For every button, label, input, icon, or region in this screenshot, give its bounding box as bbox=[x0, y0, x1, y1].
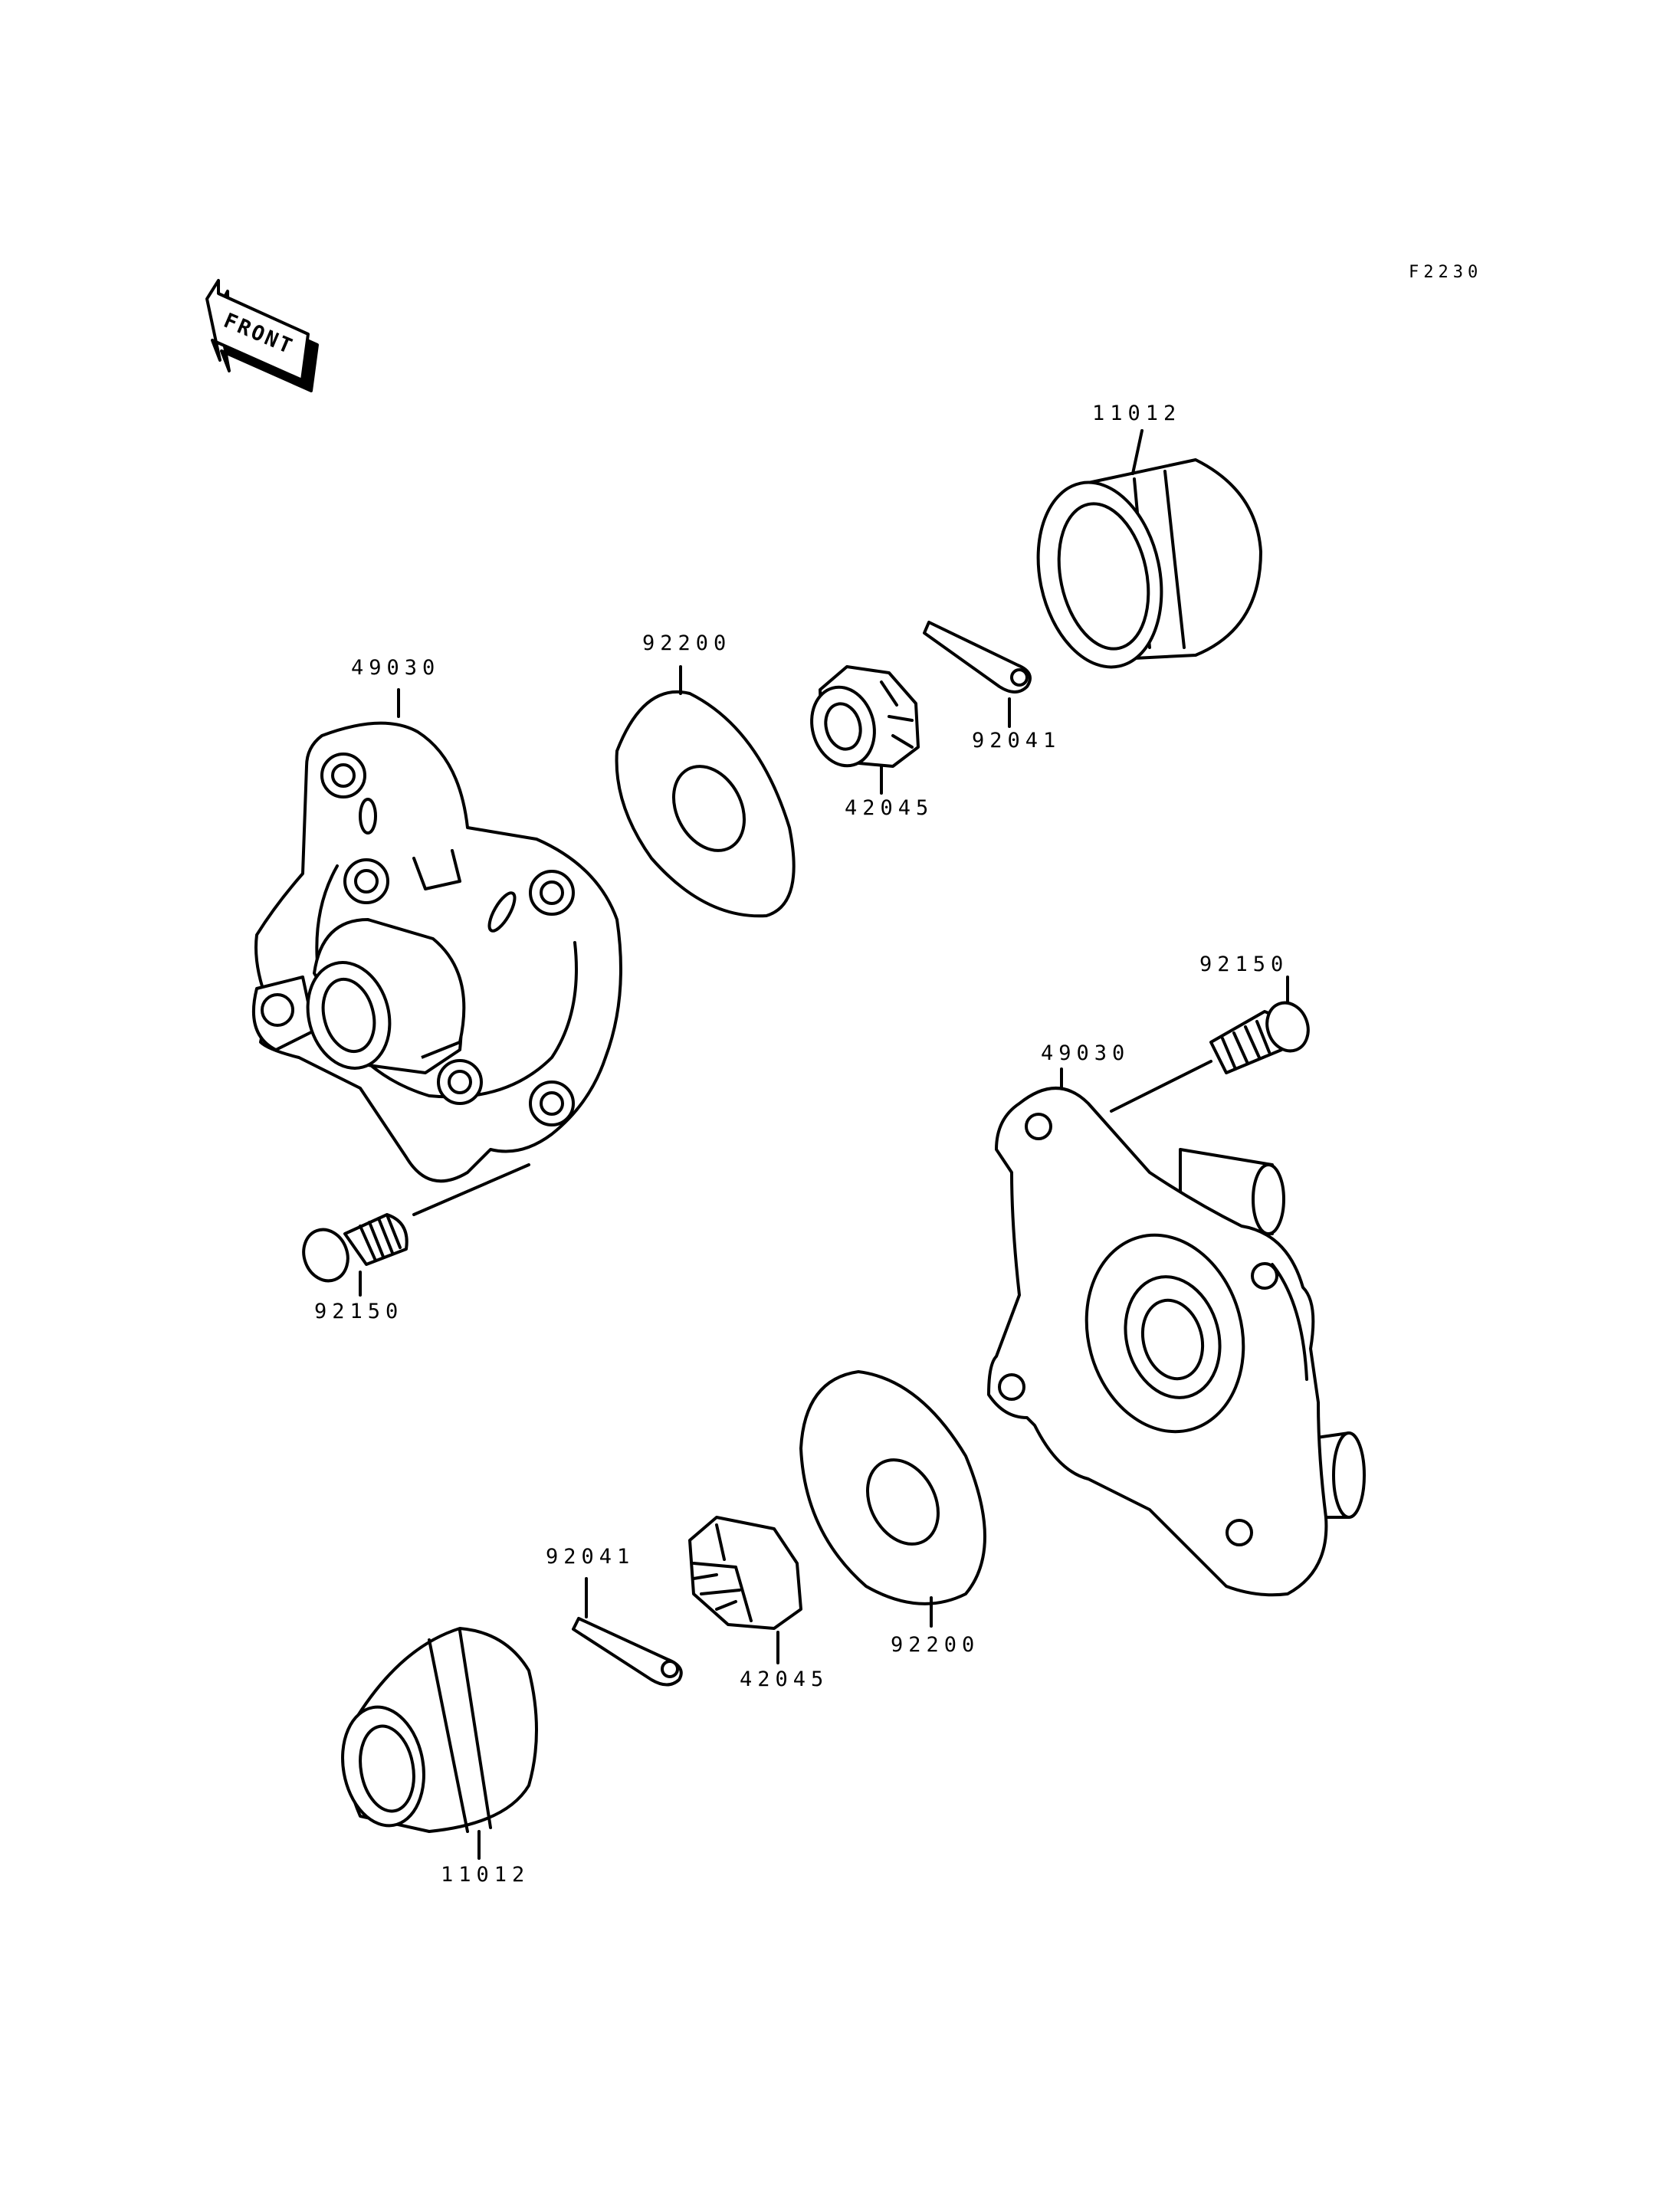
part-label-42045-top: 42045 bbox=[845, 796, 934, 820]
washer-bottom bbox=[799, 1370, 986, 1605]
washer-top bbox=[615, 690, 796, 918]
hub-right bbox=[987, 1087, 1366, 1597]
part-label-92200-bottom: 92200 bbox=[891, 1633, 979, 1657]
part-label-49030-right: 49030 bbox=[1041, 1041, 1130, 1065]
part-label-92200-top: 92200 bbox=[642, 631, 731, 655]
part-label-92041-bottom: 92041 bbox=[546, 1545, 635, 1569]
figure-code: F2230 bbox=[1409, 263, 1482, 282]
castle-nut-top bbox=[810, 665, 920, 768]
castle-nut-bottom bbox=[688, 1516, 802, 1630]
part-label-11012-bottom: 11012 bbox=[441, 1863, 530, 1887]
part-label-92150-left: 92150 bbox=[314, 1300, 403, 1323]
front-arrow-icon: FRONT bbox=[205, 279, 319, 392]
part-label-92041-top: 92041 bbox=[972, 729, 1061, 753]
part-label-11012-top: 11012 bbox=[1092, 402, 1181, 425]
part-label-42045-bottom: 42045 bbox=[740, 1667, 829, 1691]
cotter-pin-top bbox=[923, 621, 1032, 694]
part-label-49030-left: 49030 bbox=[351, 656, 440, 680]
dust-cap-bottom bbox=[341, 1627, 538, 1833]
wheel-stud-left bbox=[302, 1213, 409, 1283]
wheel-stud-right bbox=[1209, 1001, 1310, 1074]
cotter-pin-bottom bbox=[572, 1617, 683, 1687]
part-label-92150-right: 92150 bbox=[1199, 953, 1288, 976]
dust-cap-top bbox=[1036, 458, 1262, 669]
hub-left bbox=[251, 721, 622, 1183]
